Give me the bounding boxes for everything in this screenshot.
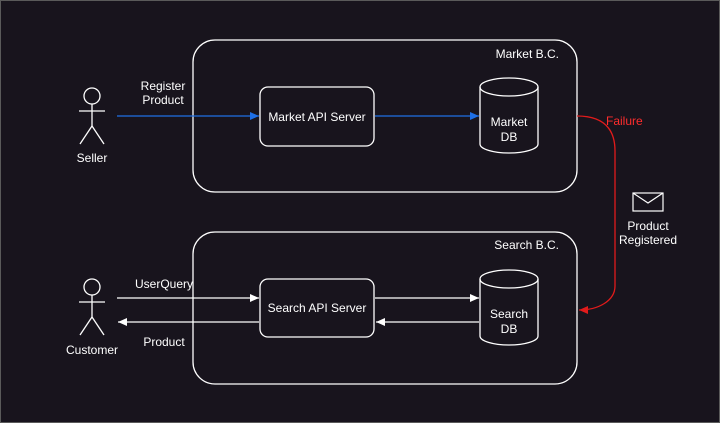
product-response-label: Product: [143, 335, 185, 349]
market-bc-title: Market B.C.: [496, 47, 559, 61]
search-bc-boundary: [192, 231, 578, 385]
search-db-label-line1: Search: [490, 307, 528, 321]
failure-label: Failure: [606, 114, 643, 128]
market-api-server-label: Market API Server: [268, 110, 365, 124]
product-registered-label-line1: Product: [627, 219, 669, 233]
seller-actor-icon: [79, 87, 105, 145]
register-product-label-line1: Register: [141, 79, 186, 93]
product-registered-envelope-icon: [632, 192, 664, 212]
search-db-icon: [479, 269, 539, 346]
failure-arrow: [576, 115, 616, 314]
seller-label: Seller: [77, 151, 108, 165]
register-product-label-line2: Product: [142, 93, 184, 107]
market-api-server-box: [259, 86, 375, 147]
product-registered-label-line2: Registered: [619, 233, 677, 247]
customer-actor-icon: [79, 278, 105, 336]
market-db-label-line1: Market: [491, 115, 528, 129]
user-query-label: UserQuery: [135, 277, 193, 291]
market-db-label-line2: DB: [501, 130, 518, 144]
customer-label: Customer: [66, 343, 118, 357]
search-api-server-box: [259, 278, 375, 338]
market-db-icon: [479, 77, 539, 154]
search-bc-title: Search B.C.: [494, 238, 559, 252]
search-api-server-label: Search API Server: [268, 301, 367, 315]
envelope-flap-icon: [632, 192, 664, 204]
search-db-label-line2: DB: [501, 322, 518, 336]
